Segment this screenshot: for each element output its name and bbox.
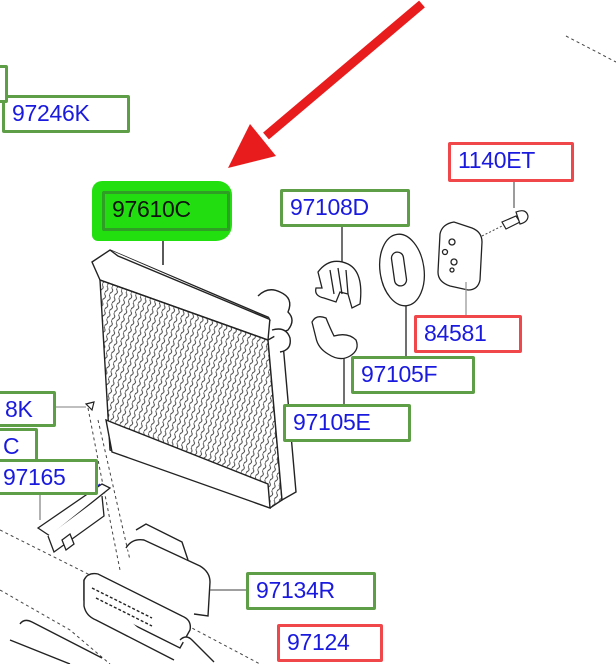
screw-8K-drawing: [84, 401, 95, 412]
callout-C[interactable]: C: [0, 428, 38, 462]
callout-97105E[interactable]: 97105E: [283, 404, 411, 442]
callout-84581[interactable]: 84581: [414, 315, 522, 353]
callout-8K[interactable]: 8K: [0, 391, 56, 427]
bracket-97105E-drawing: [311, 316, 358, 360]
callout-partial-top-left: [0, 65, 8, 103]
callout-97108D[interactable]: 97108D: [280, 189, 410, 227]
grommet-97105F-drawing: [378, 233, 426, 307]
callout-97246K[interactable]: 97246K: [2, 95, 130, 133]
bracket-97165-drawing: [36, 483, 112, 554]
callout-97134R[interactable]: 97134R: [246, 572, 376, 610]
duct-97134R-drawing: [9, 523, 215, 664]
pad-84581-drawing: [437, 221, 483, 291]
evaporator-core-drawing: [91, 249, 297, 510]
clip-97108D-drawing: [315, 260, 362, 309]
callout-97105F[interactable]: 97105F: [351, 356, 475, 394]
callout-97165[interactable]: 97165: [0, 459, 98, 495]
callout-97124[interactable]: 97124: [277, 624, 383, 662]
red-pointer-arrow-icon: [228, 0, 425, 168]
screw-1140ET-drawing: [501, 210, 529, 230]
callout-97610C[interactable]: 97610C: [102, 191, 230, 231]
callout-1140ET[interactable]: 1140ET: [448, 142, 574, 182]
screw-dashed-path: [481, 225, 503, 237]
